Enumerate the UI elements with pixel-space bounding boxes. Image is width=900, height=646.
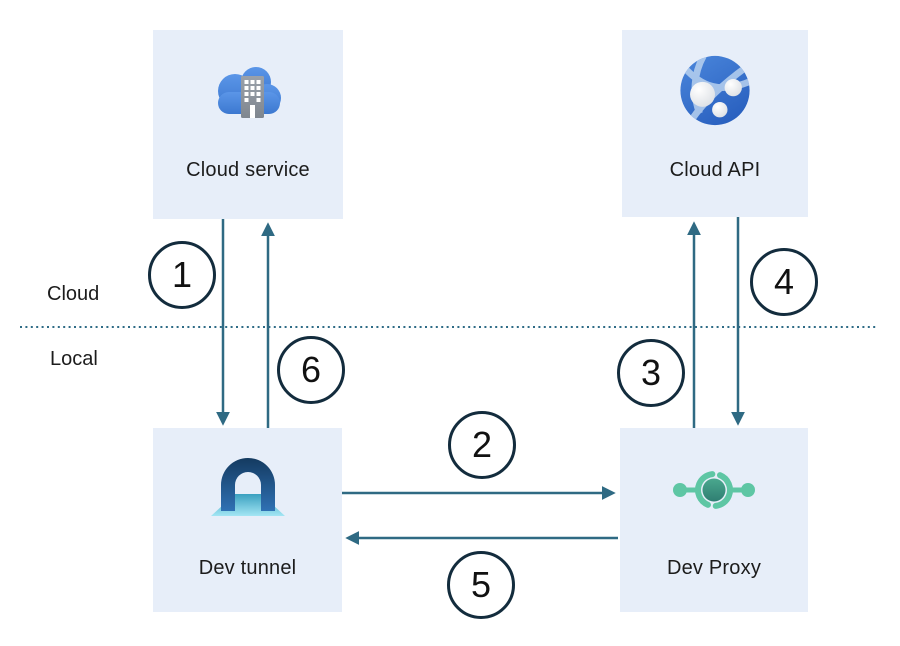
dev-tunnel-icon xyxy=(210,458,285,516)
node-label-dev-tunnel: Dev tunnel xyxy=(198,557,297,579)
node-cloud-api: Cloud API xyxy=(622,30,808,217)
node-dev-proxy: Dev Proxy xyxy=(620,428,808,612)
step-circle-5: 5 xyxy=(447,551,515,619)
step-circle-1: 1 xyxy=(148,241,216,309)
step-circle-6: 6 xyxy=(277,336,345,404)
step-circle-4: 4 xyxy=(750,248,818,316)
step-circle-2: 2 xyxy=(448,411,516,479)
node-label-dev-proxy: Dev Proxy xyxy=(666,557,762,579)
node-cloud-service: Cloud service xyxy=(153,30,343,219)
node-dev-tunnel: Dev tunnel xyxy=(153,428,342,612)
node-label-cloud-service: Cloud service xyxy=(186,159,310,181)
dev-proxy-icon xyxy=(673,471,755,509)
node-label-cloud-api: Cloud API xyxy=(669,159,761,181)
zone-label-cloud: Cloud xyxy=(47,283,100,305)
cloud-service-icon xyxy=(218,67,281,118)
step-circle-3: 3 xyxy=(617,339,685,407)
cloud-api-icon xyxy=(680,55,750,126)
zone-label-local: Local xyxy=(50,348,98,370)
